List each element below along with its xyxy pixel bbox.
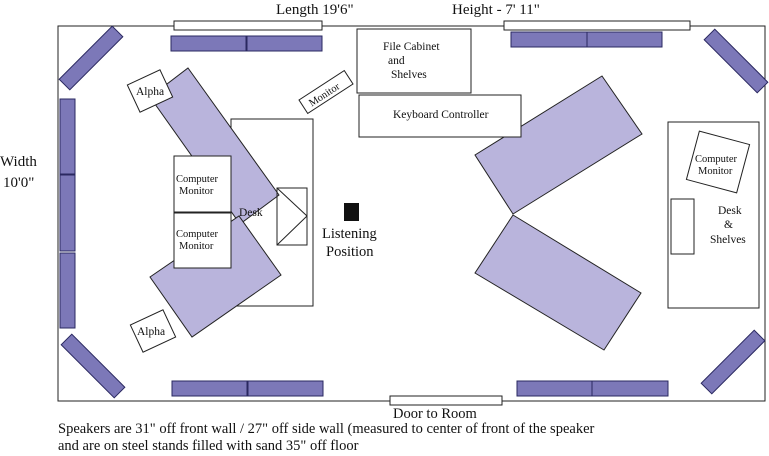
panel-bottom-left-b <box>247 380 324 397</box>
right-desk-label-1: Desk <box>718 205 742 217</box>
computer-monitor-lower-label-1: Computer <box>176 229 218 240</box>
right-desk-label-3: Shelves <box>710 234 746 246</box>
speaker-placement-note: Speakers are 31" off front wall / 27" of… <box>58 421 763 455</box>
computer-monitor-lower-label-2: Monitor <box>179 241 214 252</box>
desk-inset-diag-a <box>276 187 308 217</box>
height-label: Height - 7' 11" <box>452 2 540 18</box>
note-line-1: Speakers are 31" off front wall / 27" of… <box>58 421 595 437</box>
keyboard-controller-label: Keyboard Controller <box>393 109 489 121</box>
panel-bottom-right-b <box>591 380 669 397</box>
door-opening <box>389 395 503 406</box>
corner-trap-top-right <box>703 28 769 94</box>
panel-left-wall-c <box>59 252 76 329</box>
corner-trap-top-left <box>58 25 124 91</box>
right-desk-label-2: & <box>724 219 733 231</box>
width-label-line1: Width <box>0 154 37 170</box>
right-monitor-label-1: Computer <box>695 154 737 165</box>
door-label: Door to Room <box>393 406 478 422</box>
computer-monitor-upper-label-2: Monitor <box>179 186 214 197</box>
length-label: Length 19'6" <box>276 2 354 18</box>
desk-inset-diag-b <box>276 215 308 246</box>
alpha-top-label: Alpha <box>136 86 164 98</box>
right-computer-monitor <box>685 130 751 194</box>
corner-trap-bottom-right <box>700 329 766 395</box>
listening-position-marker <box>344 203 359 221</box>
computer-monitor-upper-label-1: Computer <box>176 174 218 185</box>
file-cabinet-label-3: Shelves <box>391 69 427 81</box>
alpha-bottom-label: Alpha <box>137 326 165 338</box>
corner-trap-bottom-left <box>60 333 126 399</box>
right-monitor-label-2: Monitor <box>698 166 733 177</box>
left-desk-label: Desk <box>239 207 263 219</box>
computer-monitor-upper <box>173 155 232 213</box>
panel-left-wall-b <box>59 174 76 252</box>
alpha-bottom-box <box>129 309 177 353</box>
file-cabinet-label-1: File Cabinet <box>383 41 440 53</box>
file-cabinet-label-2: and <box>388 55 405 67</box>
panel-top-left-b <box>246 35 323 52</box>
top-left-window <box>173 20 323 31</box>
computer-monitor-lower <box>173 212 232 269</box>
panel-left-wall-a <box>59 98 76 175</box>
alpha-top-box <box>126 69 174 113</box>
panel-top-right-b <box>586 31 663 48</box>
keyboard-controller <box>358 94 522 138</box>
right-desk-inset <box>670 198 695 255</box>
small-monitor <box>298 69 354 115</box>
panel-bottom-right-a <box>516 380 593 397</box>
panel-top-right-a <box>510 31 588 48</box>
top-right-window <box>503 20 691 31</box>
note-line-2: and are on steel stands filled with sand… <box>58 438 359 454</box>
panel-top-left-a <box>170 35 247 52</box>
width-label-line2: 10'0" <box>3 175 34 191</box>
speaker-rear-right <box>474 214 642 351</box>
listening-position-label-2: Position <box>326 244 374 260</box>
listening-position-label-1: Listening <box>322 226 377 242</box>
file-cabinet <box>356 28 472 94</box>
panel-bottom-left-a <box>171 380 248 397</box>
